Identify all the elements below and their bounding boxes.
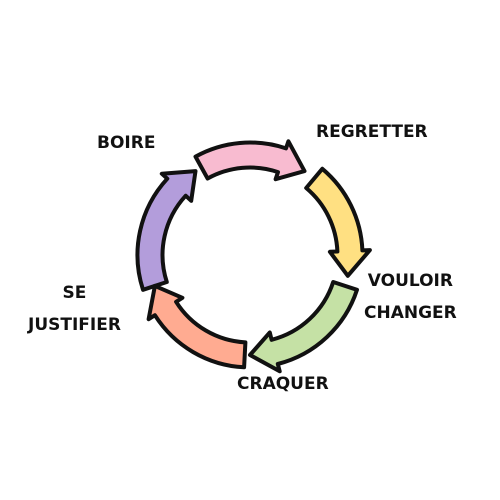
- stage-label-justifier-line-2: JUSTIFIER: [28, 315, 121, 335]
- cycle-arrow-craquer: [248, 280, 359, 374]
- stage-label-vouloir-line-1: VOULOIR: [367, 271, 453, 291]
- cycle-arrow-boire: [135, 169, 198, 292]
- stage-label-boire-line-1: BOIRE: [97, 133, 156, 153]
- stage-label-vouloir-changer: VOULOIR CHANGER: [364, 265, 457, 329]
- stage-label-boire: BOIRE: [97, 127, 155, 159]
- stage-label-craquer-line-1: CRAQUER: [237, 374, 329, 394]
- stage-label-regretter-line-1: REGRETTER: [316, 122, 428, 142]
- stage-label-justifier-line-1: SE: [62, 283, 87, 303]
- stage-label-vouloir-line-2: CHANGER: [364, 303, 457, 323]
- cycle-arrow-justifier: [146, 283, 248, 370]
- cycle-arrow-regretter: [193, 139, 307, 182]
- stage-label-regretter: REGRETTER: [316, 116, 428, 148]
- stage-label-se-justifier: SE JUSTIFIER: [28, 277, 121, 341]
- cycle-arrow-vouloir: [304, 166, 372, 278]
- stage-label-craquer: CRAQUER: [237, 368, 329, 400]
